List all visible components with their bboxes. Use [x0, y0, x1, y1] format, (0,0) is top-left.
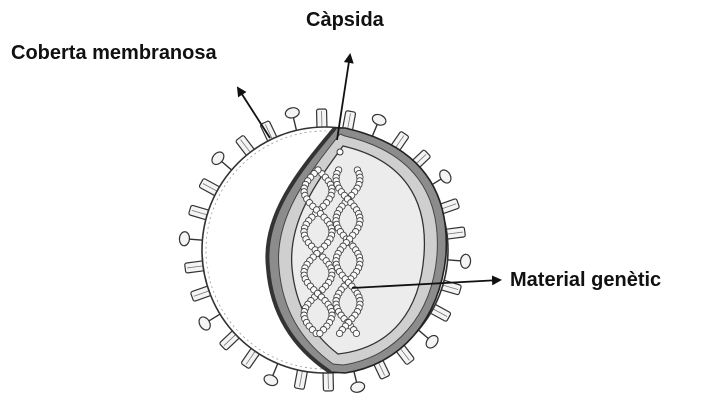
genome-bead [353, 330, 359, 336]
capsid-label: Càpsida [306, 10, 384, 30]
envelope-arrow [238, 88, 270, 138]
genome-bead [317, 330, 323, 336]
capsid-marker-dot [337, 149, 343, 155]
genetic-material-label: Material genètic [510, 270, 661, 290]
genome-bead [336, 330, 342, 336]
surface-spike [179, 231, 205, 247]
surface-spike [445, 253, 471, 269]
surface-spike [323, 371, 333, 391]
surface-spike [317, 109, 327, 129]
envelope-label: Coberta membranosa [11, 43, 217, 63]
